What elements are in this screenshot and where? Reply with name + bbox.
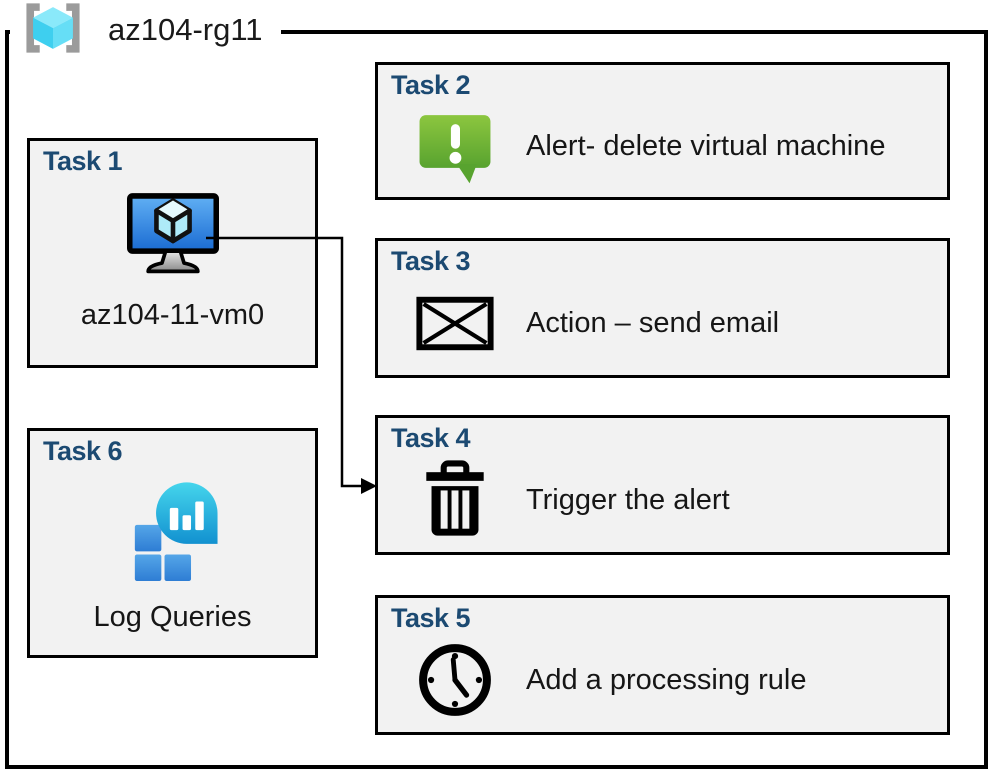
- task-box-2: Task 2 Alert- delete virtual machine: [375, 62, 950, 200]
- email-icon: [414, 296, 496, 351]
- task-3-text: Action – send email: [526, 306, 780, 339]
- task-5-label: Task 5: [391, 603, 471, 633]
- task-2-label: Task 2: [391, 70, 471, 100]
- task-3-label: Task 3: [391, 246, 471, 276]
- task-box-6: Task 6 Log Queries: [27, 428, 318, 658]
- clock-icon: [414, 641, 496, 719]
- task-1-text: az104-11-vm0: [80, 299, 265, 331]
- task-5-text: Add a processing rule: [526, 663, 807, 696]
- task-box-3: Task 3 Action – send email: [375, 238, 950, 378]
- task-6-label: Task 6: [43, 436, 123, 466]
- trash-icon: [414, 460, 496, 540]
- resource-group-legend: az104-rg11: [10, 1, 281, 59]
- task-4-label: Task 4: [391, 423, 471, 453]
- alert-icon: [414, 104, 496, 188]
- resource-group-title: az104-rg11: [108, 12, 263, 47]
- resource-group-icon: [16, 0, 90, 61]
- task-box-1: Task 1 az104-11-vm0: [27, 138, 318, 368]
- task-1-label: Task 1: [43, 146, 123, 176]
- task-box-5: Task 5 Add a processing rule: [375, 595, 950, 735]
- task-6-text: Log Queries: [93, 601, 252, 633]
- task-2-text: Alert- delete virtual machine: [526, 129, 886, 162]
- task-box-4: Task 4 Trigger the alert: [375, 415, 950, 555]
- virtual-machine-icon: [30, 193, 315, 278]
- log-queries-icon: [30, 475, 315, 581]
- task-4-text: Trigger the alert: [526, 483, 730, 516]
